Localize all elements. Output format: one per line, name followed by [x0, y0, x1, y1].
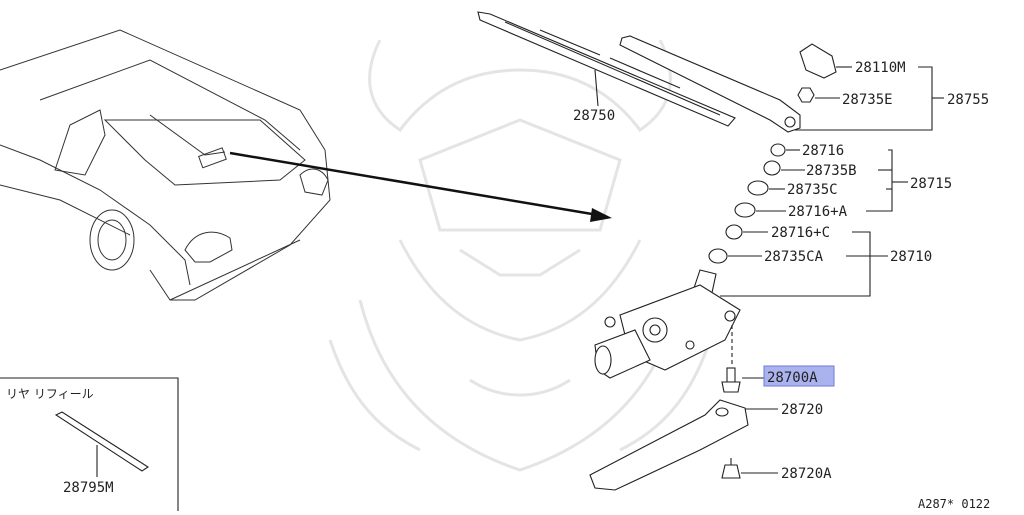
callout-arrow — [229, 151, 612, 222]
bolt-28700A — [721, 367, 764, 393]
label-28720: 28720 — [781, 402, 823, 418]
label-28715: 28715 — [910, 176, 952, 192]
label-28795M: 28795M — [63, 480, 114, 496]
watermark-emblem — [328, 39, 712, 472]
label-28735CA: 28735CA — [764, 249, 824, 265]
inset-title: リヤ リフィール — [6, 387, 94, 401]
label-28755: 28755 — [947, 92, 989, 108]
label-28735E: 28735E — [842, 92, 893, 108]
car-illustration — [0, 29, 331, 301]
figure-code: A287* 0122 — [918, 497, 990, 511]
clip-28720A — [721, 458, 778, 479]
label-28716: 28716 — [802, 143, 844, 159]
label-28735B: 28735B — [806, 163, 857, 179]
bracket-28755 — [795, 66, 944, 131]
cap-28110M — [799, 43, 852, 79]
refill-inset — [0, 377, 179, 511]
label-28735C: 28735C — [787, 182, 838, 198]
wiper-motor-28710 — [594, 269, 741, 379]
wiper-arm-28755 — [619, 35, 801, 133]
highlight-28700A — [763, 365, 835, 387]
seal-stack — [708, 143, 908, 297]
label-28716C: 28716+C — [771, 225, 830, 241]
bracket-28720 — [589, 399, 778, 491]
label-28700A[interactable]: 28700A — [767, 370, 818, 386]
label-28710: 28710 — [890, 249, 932, 265]
label-28110M: 28110M — [855, 60, 906, 76]
label-28720A: 28720A — [781, 466, 832, 482]
wiper-blade-28750 — [477, 11, 736, 127]
nut-28735E — [797, 87, 840, 103]
label-28716A: 28716+A — [788, 204, 848, 220]
label-28750: 28750 — [573, 108, 615, 124]
